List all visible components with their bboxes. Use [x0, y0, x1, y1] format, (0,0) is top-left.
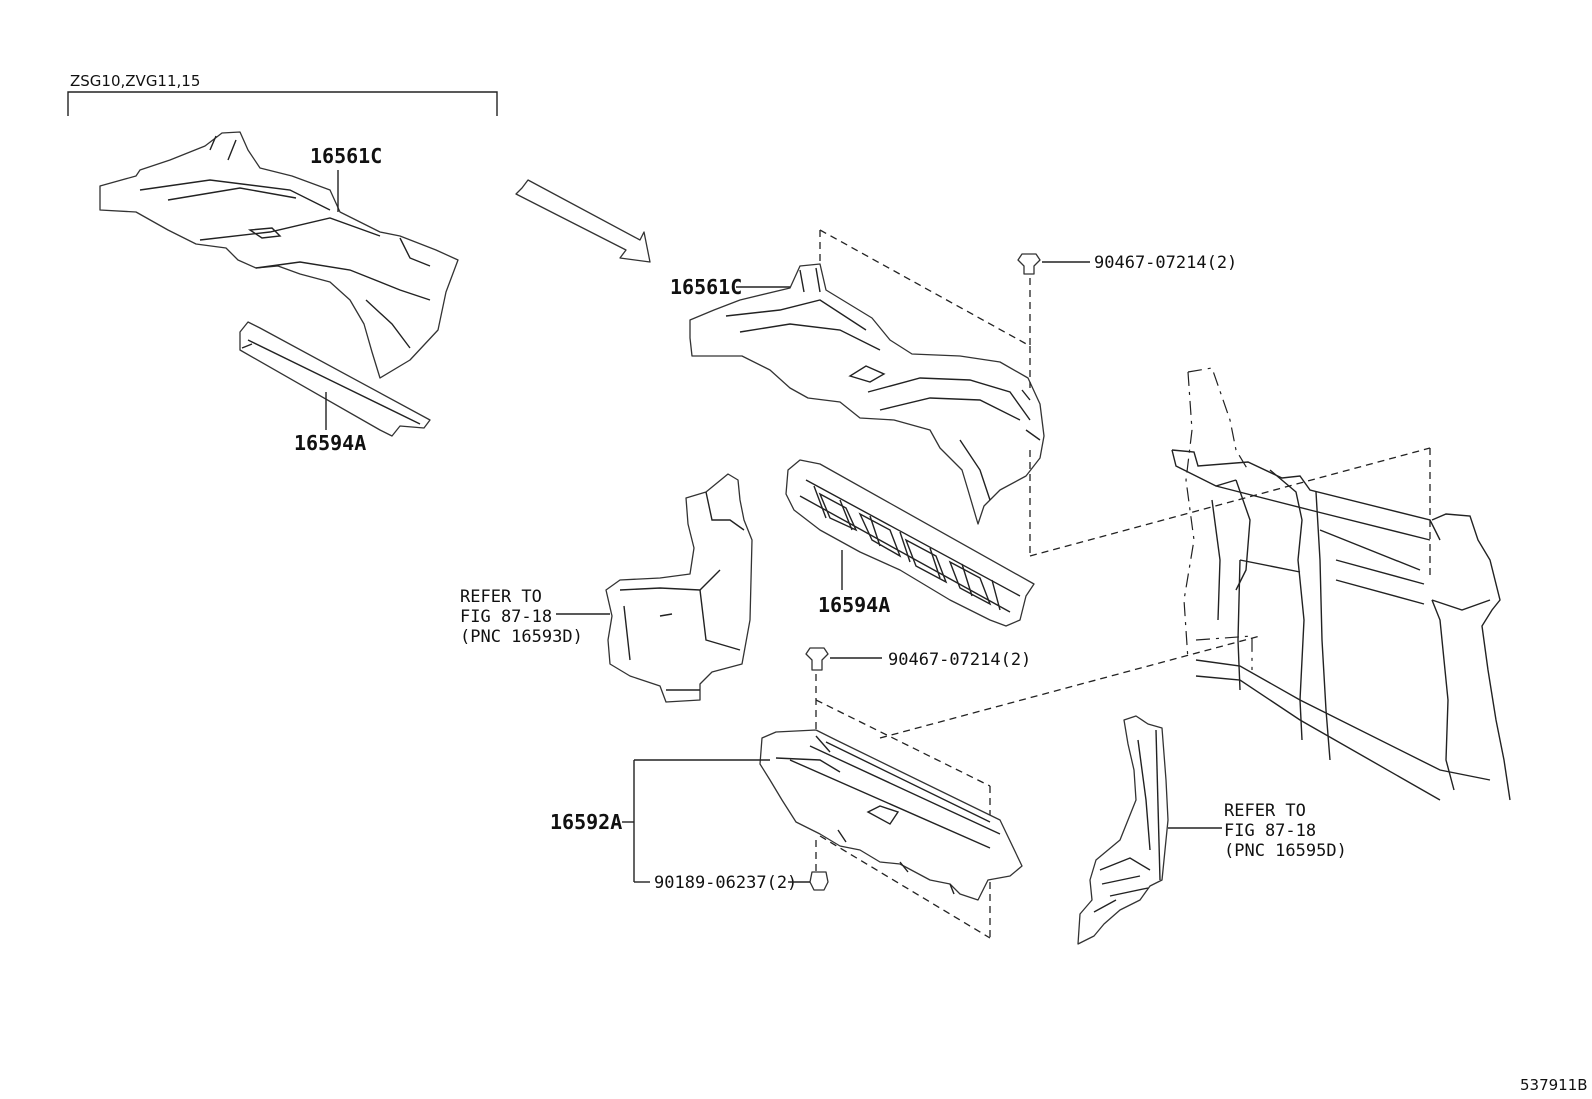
callout-16594a-inset: 16594A — [294, 431, 366, 455]
screw-icon-lower — [809, 871, 829, 891]
callout-16592a: 16592A — [550, 810, 622, 834]
inset-seal-16594a — [239, 321, 431, 437]
side-duct-right — [1077, 715, 1169, 945]
refer-right-line1: REFER TO — [1224, 801, 1306, 821]
main-seal-16594a — [785, 459, 1035, 627]
refer-left-line1: REFER TO — [460, 587, 542, 607]
refer-left-line3: (PNC 16593D) — [460, 627, 583, 647]
side-duct-left — [605, 473, 753, 703]
refer-right-line3: (PNC 16595D) — [1224, 841, 1347, 861]
callout-16594a-main: 16594A — [818, 593, 890, 617]
lower-seal-16592a — [759, 729, 1023, 901]
callout-screw-lower: 90189-06237(2) — [654, 873, 797, 893]
main-duct-16561c — [689, 263, 1045, 525]
callout-16561c-main: 16561C — [670, 275, 742, 299]
illustration-id: 537911B — [1520, 1076, 1588, 1094]
refer-right-line2: FIG 87-18 — [1224, 821, 1316, 841]
view-direction-arrow — [515, 179, 651, 263]
clip-icon-mid — [805, 647, 829, 671]
model-range-bracket — [67, 91, 498, 116]
clip-icon-top — [1017, 253, 1041, 275]
inset-duct-16561c — [99, 131, 459, 379]
callout-clip-mid: 90467-07214(2) — [888, 650, 1031, 670]
refer-left-line2: FIG 87-18 — [460, 607, 552, 627]
model-range-label: ZSG10,ZVG11,15 — [70, 72, 200, 90]
callout-clip-top: 90467-07214(2) — [1094, 253, 1237, 273]
radiator-support-body — [1171, 367, 1511, 801]
callout-16561c-inset: 16561C — [310, 144, 382, 168]
